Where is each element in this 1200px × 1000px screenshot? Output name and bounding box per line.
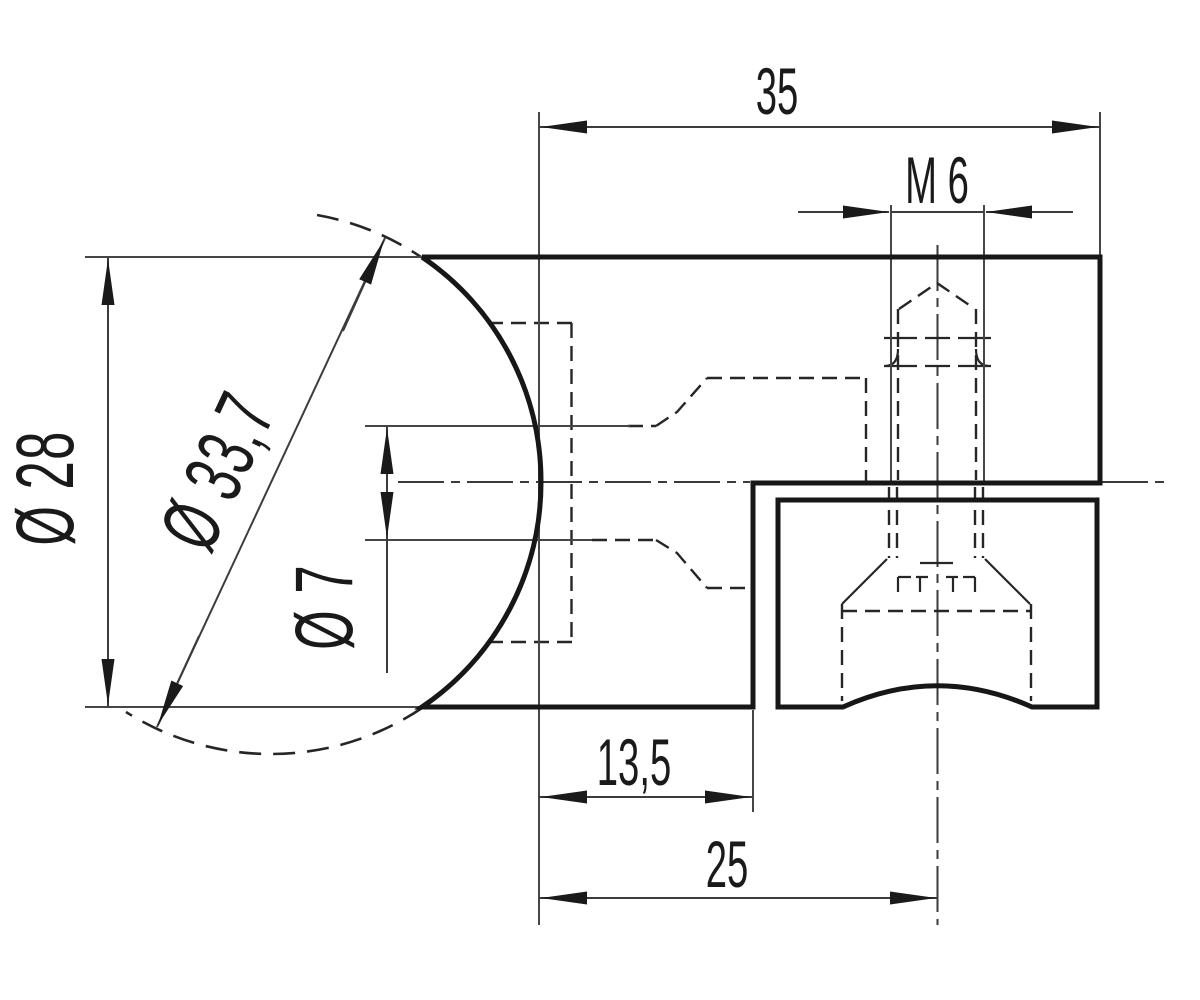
label-thread: M 6 bbox=[905, 144, 969, 217]
dim-d337-arrow-bottom bbox=[157, 635, 200, 726]
counterbore-cone bbox=[841, 558, 1031, 605]
hex-socket-marks bbox=[896, 575, 977, 592]
label-overall-width: 35 bbox=[756, 55, 799, 128]
label-hole-diameter: Ø 7 bbox=[279, 564, 370, 650]
tube-circle-top-arc bbox=[316, 213, 422, 259]
saddle-insert-outline bbox=[775, 497, 1100, 710]
part-outlines bbox=[413, 254, 1103, 710]
dimension-labels: 35 M 6 Ø 28 Ø 33,7 Ø 7 13,5 25 bbox=[0, 55, 969, 901]
label-thread-position: 25 bbox=[706, 828, 749, 901]
bracket-body-outline bbox=[413, 254, 1103, 710]
thread-end-marks bbox=[884, 336, 991, 368]
label-step-depth: 13,5 bbox=[597, 726, 671, 799]
tube-circle-bottom-arc bbox=[125, 706, 423, 756]
dim-d337-arrow-top bbox=[342, 239, 385, 332]
drill-point bbox=[898, 281, 976, 310]
centerlines bbox=[398, 245, 1168, 925]
label-tube-diameter: Ø 33,7 bbox=[143, 379, 293, 563]
label-body-diameter: Ø 28 bbox=[0, 430, 91, 545]
hole7-cone-top bbox=[655, 377, 708, 427]
hole7-cone-bottom bbox=[655, 538, 708, 589]
